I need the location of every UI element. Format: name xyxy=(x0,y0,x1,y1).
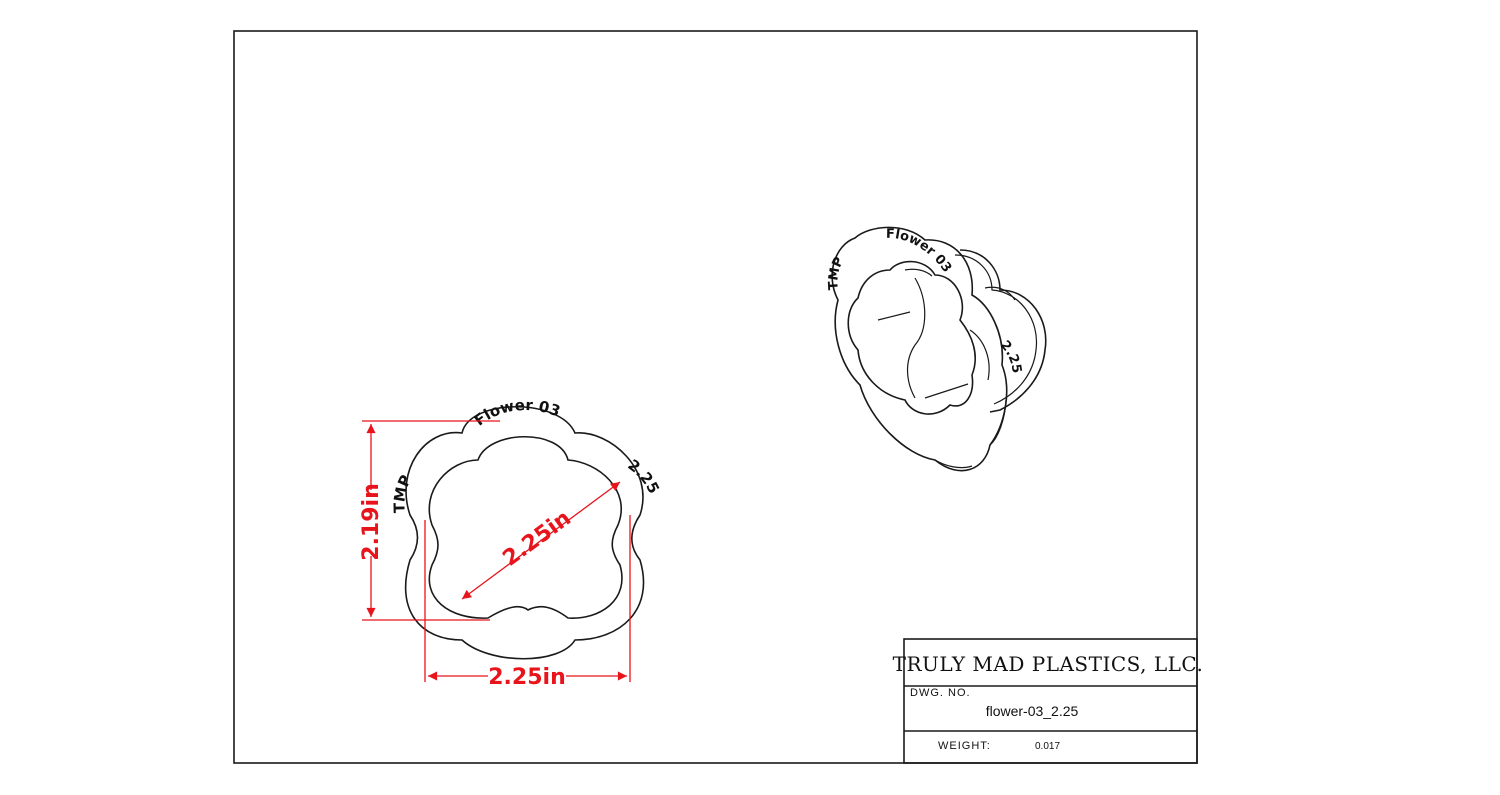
weight-label: WEIGHT: xyxy=(938,740,991,752)
iso-inner-wall xyxy=(906,277,926,399)
front-view: Flower 03 TMP 2.25 xyxy=(390,396,663,660)
width-dim-label: 2.25in xyxy=(488,665,565,690)
dwg-no-label: DWG. NO. xyxy=(910,687,971,699)
iso-emboss-left: TMP xyxy=(826,255,847,291)
dwg-no-value: flower-03_2.25 xyxy=(986,703,1079,719)
iso-front-inner xyxy=(847,260,976,415)
title-block-frame xyxy=(903,638,1198,764)
iso-thickness xyxy=(934,399,1007,469)
iso-inner-edges xyxy=(877,268,969,399)
isometric-view: Flower 03 TMP 2.25 xyxy=(826,226,1047,472)
iso-back-rim-inner xyxy=(954,254,1038,405)
emboss-top-text: Flower 03 xyxy=(471,396,563,430)
iso-emboss-top: Flower 03 xyxy=(886,227,954,276)
diameter-dim-line xyxy=(461,481,621,600)
iso-back-step xyxy=(984,286,1016,301)
height-dim-label: 2.19in xyxy=(359,483,384,560)
iso-back-rim xyxy=(959,249,1047,413)
company-name: TRULY MAD PLASTICS, LLC. xyxy=(893,652,1204,676)
title-block: TRULY MAD PLASTICS, LLC. DWG. NO. flower… xyxy=(893,638,1204,764)
iso-inner-wall-right xyxy=(969,329,990,381)
weight-value: 0.017 xyxy=(1035,741,1060,752)
flower-inner-outline xyxy=(428,435,623,619)
emboss-left-text: TMP xyxy=(390,472,415,513)
dimensions: 2.19in 2.25in 2.25in xyxy=(359,420,631,690)
sheet-border xyxy=(233,30,1198,764)
diameter-dim-label: 2.25in xyxy=(498,506,575,572)
